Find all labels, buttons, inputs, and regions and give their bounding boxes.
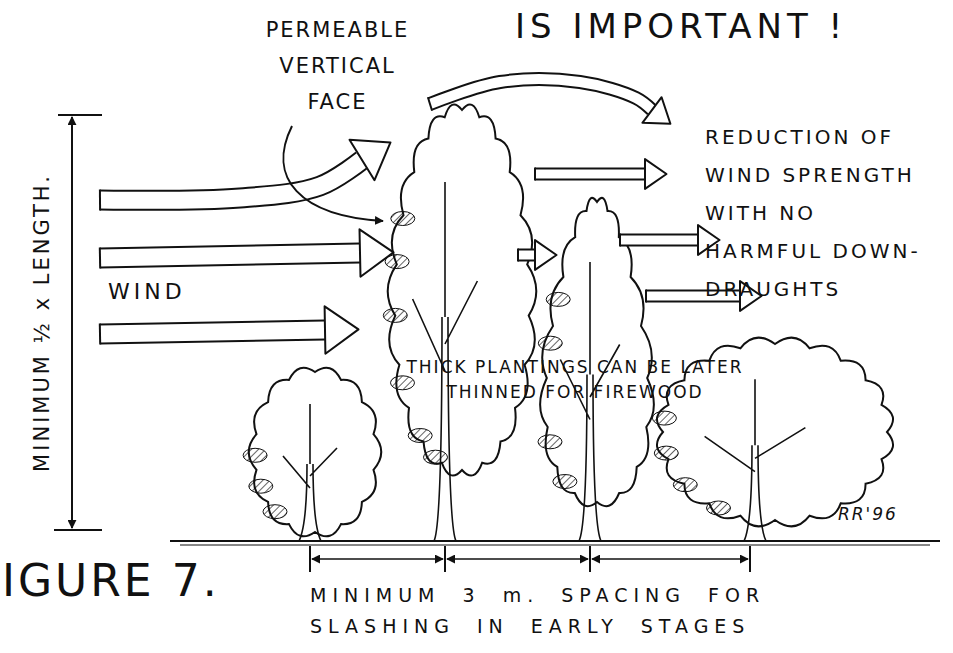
wind-arrow — [620, 225, 720, 255]
foliage-hatching — [654, 446, 678, 460]
dimension-tick — [54, 115, 102, 530]
ground-line — [180, 545, 930, 546]
callout-label: PERMEABLE VERTICAL FACE — [245, 12, 430, 120]
foliage-hatching — [538, 336, 562, 350]
foliage-hatching — [553, 475, 577, 489]
arrow-tail — [645, 290, 647, 303]
arrow-tail — [517, 249, 519, 262]
tree-trunk — [705, 379, 806, 541]
height-dimension — [71, 117, 73, 528]
wind-label: WIND — [108, 278, 228, 307]
dimension-label: MINIMUM ½ x LENGTH. — [29, 112, 56, 532]
wind-arrow — [100, 229, 394, 276]
arrow-head — [325, 306, 359, 353]
dimension-tick — [309, 546, 311, 572]
arrow-head — [360, 229, 394, 276]
note-label: THICK PLANTINGS CAN BE LATER THINNED FOR… — [405, 355, 745, 405]
arrow-outline — [620, 234, 698, 247]
arrow-tail — [428, 97, 432, 110]
foliage-hatching — [263, 505, 287, 519]
spacing-dimension — [592, 558, 748, 560]
arrow-body — [100, 160, 362, 200]
arrow-outline — [535, 168, 645, 181]
arrow-head — [535, 240, 557, 270]
dimension-label: MINIMUM 3 m. SPACING FOR SLASHING IN EAR… — [310, 580, 890, 642]
spacing-dimension — [312, 558, 443, 560]
foliage-hatching — [383, 308, 407, 322]
tree — [383, 104, 536, 541]
wind-arrow — [100, 306, 359, 353]
wind-arrow — [535, 159, 667, 189]
arrow-tail — [534, 168, 536, 181]
wind-arrow — [428, 79, 671, 124]
leader-line — [283, 126, 383, 221]
arrow-tail — [99, 248, 101, 269]
arrow-body — [430, 79, 652, 110]
foliage-hatching — [391, 376, 415, 390]
arrow-outline — [100, 330, 325, 334]
arrow-head — [642, 97, 670, 124]
arrow-tail — [99, 190, 101, 211]
foliage-hatching — [249, 479, 273, 493]
tree-canopy — [388, 104, 537, 475]
wind-arrow — [518, 240, 557, 270]
arrow-outline — [518, 249, 535, 262]
arrow-outline — [100, 253, 360, 258]
foliage-hatching — [652, 411, 676, 425]
ground-line — [170, 540, 940, 542]
arrow-head — [350, 140, 391, 180]
dimension-tick — [589, 546, 591, 572]
arrow-tail — [99, 324, 101, 345]
signature: RR'96 — [838, 503, 938, 525]
dimension-tick — [444, 546, 446, 572]
foliage-hatching — [707, 501, 731, 515]
figure-title: IS IMPORTANT ! — [515, 4, 953, 48]
arrow-outline — [100, 160, 362, 200]
arrow-body — [518, 251, 535, 260]
foliage-hatching — [408, 429, 432, 443]
spacing-dimension — [447, 558, 588, 560]
foliage-hatching — [391, 212, 415, 226]
foliage-hatching — [546, 292, 570, 306]
foliage-hatching — [673, 478, 697, 492]
wind-arrow — [100, 140, 391, 211]
foliage-hatching — [424, 450, 448, 464]
foliage-hatching — [243, 448, 267, 462]
note-label: REDUCTION OF WIND SPRENGTH WITH NO HARMF… — [705, 118, 940, 308]
arrow-tail — [619, 234, 621, 247]
tree — [243, 368, 381, 541]
arrow-body — [535, 170, 645, 179]
tree-trunk — [283, 404, 337, 541]
arrow-body — [100, 253, 360, 258]
figure-caption: IGURE 7. — [2, 552, 302, 609]
foliage-hatching — [538, 435, 562, 449]
arrow-body — [620, 236, 698, 245]
arrow-outline — [430, 79, 652, 110]
arrow-body — [100, 330, 325, 334]
arrow-head — [645, 159, 667, 189]
dimension-tick — [749, 546, 751, 572]
